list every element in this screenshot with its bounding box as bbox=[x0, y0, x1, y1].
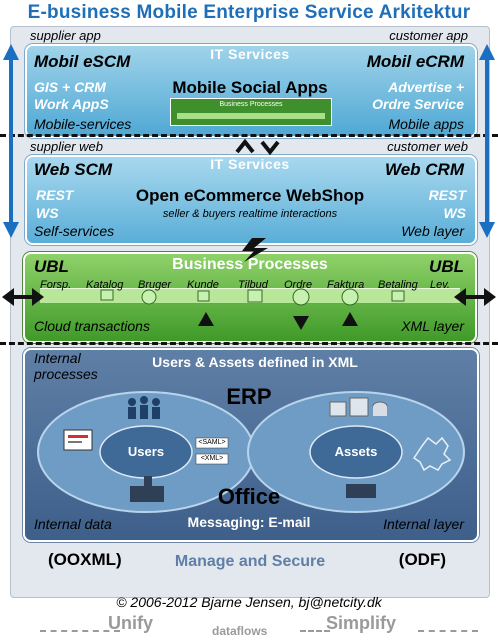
users-label: Users bbox=[127, 444, 165, 459]
left-vertical-arrow bbox=[3, 44, 19, 238]
footer-dash-mid bbox=[300, 630, 330, 632]
right-vertical-arrow bbox=[479, 44, 495, 238]
mobile-social-apps: Mobile Social Apps bbox=[172, 78, 328, 97]
ellipse-shapes bbox=[37, 391, 465, 513]
erp-label: ERP bbox=[226, 384, 272, 409]
customer-web-label: customer web bbox=[387, 139, 468, 154]
bp-node-kunde: Kunde bbox=[187, 279, 219, 291]
right-ws-label: WS bbox=[443, 205, 466, 221]
gis-crm-label: GIS + CRM bbox=[34, 79, 106, 95]
top-chevron-arrows bbox=[235, 138, 280, 156]
separator-bp-internal bbox=[0, 342, 498, 345]
it-services-header-web: IT Services bbox=[210, 156, 290, 172]
assets-label: Assets bbox=[334, 444, 378, 459]
mini-business-processes: Business Processes bbox=[170, 98, 332, 126]
xml-layer-label: XML layer bbox=[401, 318, 464, 334]
supplier-web-label: supplier web bbox=[30, 139, 103, 154]
web-crm-heading: Web CRM bbox=[384, 160, 464, 179]
mobil-ecrm-heading: Mobil eCRM bbox=[366, 52, 464, 71]
office-label: Office bbox=[217, 484, 281, 509]
saml-label: <SAML> bbox=[198, 439, 226, 446]
web-scm-heading: Web SCM bbox=[34, 160, 113, 179]
users-assets-header: Users & Assets defined in XML bbox=[152, 354, 358, 370]
manage-secure-label: Manage and Secure bbox=[174, 553, 326, 570]
work-apps-label: Work AppS bbox=[34, 96, 109, 112]
bp-node-tilbud: Tilbud bbox=[238, 279, 268, 291]
internal-layer-label: Internal layer bbox=[383, 516, 464, 532]
self-services-label: Self-services bbox=[34, 223, 115, 239]
ubl-left-label: UBL bbox=[34, 257, 69, 276]
xml-tag-label: <XML> bbox=[200, 455, 224, 462]
advertise-label: Advertise + bbox=[388, 79, 464, 95]
copyright-label: © 2006-2012 Bjarne Jensen, bj@netcity.dk bbox=[116, 594, 382, 610]
lightning-connector bbox=[242, 238, 268, 262]
bp-node-ordre: Ordre bbox=[284, 279, 313, 291]
supplier-app-label: supplier app bbox=[30, 28, 101, 43]
right-rest-label: REST bbox=[428, 187, 466, 203]
it-services-header-mobile: IT Services bbox=[210, 46, 290, 62]
cloud-transactions-label: Cloud transactions bbox=[34, 318, 150, 334]
bp-node-lev: Lev. bbox=[430, 279, 450, 291]
ordre-service-label: Ordre Service bbox=[372, 96, 464, 112]
left-rest-label: REST bbox=[36, 187, 74, 203]
bp-node-forsp: Forsp. bbox=[40, 279, 72, 291]
process-flow-arrows bbox=[198, 312, 358, 330]
bp-node-katalog: Katalog bbox=[86, 279, 124, 291]
mobile-services-label: Mobile-services bbox=[34, 116, 132, 132]
mini-bp-label: Business Processes bbox=[219, 101, 283, 108]
left-horizontal-arrow bbox=[2, 288, 44, 306]
web-layer-label: Web layer bbox=[401, 223, 464, 239]
separator-mobile-web bbox=[0, 134, 498, 137]
ellipse-area: Users Assets <SAML> <XML> bbox=[34, 380, 468, 520]
simplify-label: Simplify bbox=[326, 613, 397, 633]
webshop-subtitle: seller & buyers realtime interactions bbox=[162, 208, 338, 220]
bp-node-betaling: Betaling bbox=[378, 279, 418, 291]
node-shape-ordre bbox=[292, 288, 310, 306]
mobil-escm-heading: Mobil eSCM bbox=[34, 52, 131, 71]
node-shape-tilbud bbox=[247, 289, 263, 303]
odf-label: (ODF) bbox=[398, 550, 446, 569]
internal-label: Internal bbox=[34, 350, 81, 366]
node-shape-katalog bbox=[100, 289, 114, 301]
dataflows-label: dataflows bbox=[212, 624, 268, 638]
ubl-right-label: UBL bbox=[429, 257, 464, 276]
process-node-shapes bbox=[100, 288, 405, 306]
bp-node-faktura: Faktura bbox=[327, 279, 365, 291]
node-shape-kunde bbox=[197, 290, 210, 302]
internal-data-label: Internal data bbox=[34, 516, 112, 532]
right-horizontal-arrow bbox=[454, 288, 496, 306]
open-ecommerce-webshop: Open eCommerce WebShop bbox=[135, 186, 365, 205]
node-shape-bruger bbox=[141, 289, 157, 305]
messaging-email-label: Messaging: E-mail bbox=[187, 514, 311, 530]
web-layer-band bbox=[25, 155, 477, 245]
processes-label: processes bbox=[34, 366, 98, 382]
mini-bp-track bbox=[177, 113, 325, 119]
footer-dash-left bbox=[40, 630, 120, 632]
node-shape-betaling bbox=[391, 290, 405, 302]
bp-node-bruger: Bruger bbox=[138, 279, 172, 291]
mobile-apps-label: Mobile apps bbox=[388, 116, 465, 132]
node-shape-faktura bbox=[341, 288, 359, 306]
left-ws-label: WS bbox=[36, 205, 59, 221]
customer-app-label: customer app bbox=[389, 28, 468, 43]
business-processes-header: Business Processes bbox=[172, 256, 328, 273]
unify-label: Unify bbox=[108, 613, 153, 633]
diagram-title: E-business Mobile Enterprise Service Ark… bbox=[27, 2, 471, 23]
footer-dash-right bbox=[418, 630, 478, 632]
ooxml-label: (OOXML) bbox=[48, 550, 122, 569]
